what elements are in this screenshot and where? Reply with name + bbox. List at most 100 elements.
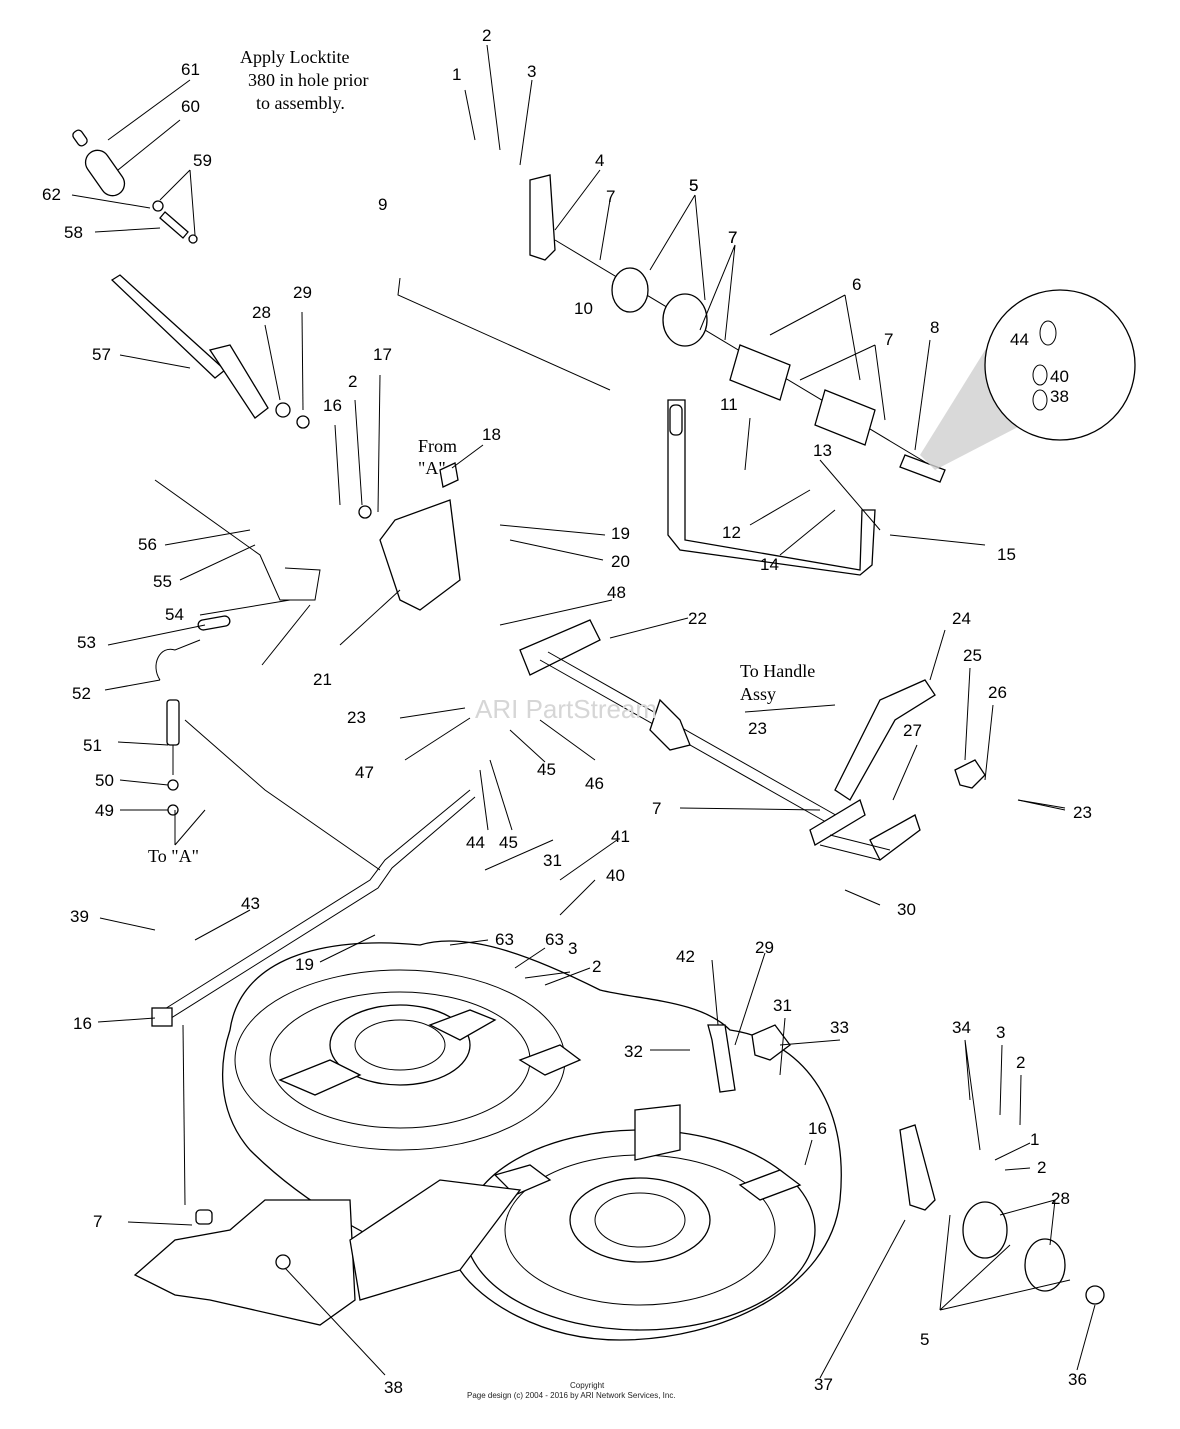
- callout-2: 2: [1016, 1053, 1025, 1072]
- callout-62: 62: [42, 185, 61, 204]
- callout-51: 51: [83, 736, 102, 755]
- detail-label-40: 40: [1050, 367, 1069, 386]
- callout-11: 11: [720, 395, 738, 414]
- callout-9: 9: [378, 195, 387, 214]
- lift-rod: [151, 789, 476, 1027]
- callout-12: 12: [722, 523, 741, 542]
- clamp-34: [751, 1024, 791, 1061]
- callout-10: 10: [574, 299, 593, 318]
- callout-41: 41: [611, 827, 630, 846]
- callout-29: 29: [755, 938, 774, 957]
- callout-5: 5: [920, 1330, 929, 1349]
- front-hitch-bracket: [133, 1179, 522, 1326]
- rear-bracket: [667, 399, 876, 576]
- rod-9: [397, 277, 611, 391]
- sector-plate: [358, 462, 461, 611]
- leader-lines: [71, 44, 1096, 1379]
- callout-48: 48: [607, 583, 626, 602]
- callout-45: 45: [499, 833, 518, 852]
- note-line-2: 380 in hole prior: [248, 70, 368, 90]
- callout-3: 3: [996, 1023, 1005, 1042]
- callout-24: 24: [952, 609, 971, 628]
- callout-7: 7: [652, 799, 661, 818]
- callout-63: 63: [545, 930, 564, 949]
- callout-7: 7: [728, 228, 737, 247]
- callout-34: 34: [952, 1018, 971, 1037]
- lift-shaft: [519, 619, 921, 861]
- callout-53: 53: [77, 633, 96, 652]
- callout-15: 15: [997, 545, 1016, 564]
- locktite-note: Apply Locktite 380 in hole prior to asse…: [240, 47, 368, 113]
- callout-2: 2: [592, 957, 601, 976]
- callout-19: 19: [611, 524, 630, 543]
- callout-7: 7: [884, 330, 893, 349]
- callout-49: 49: [95, 801, 114, 820]
- callout-58: 58: [64, 223, 83, 242]
- callout-3: 3: [527, 62, 536, 81]
- callout-25: 25: [963, 646, 982, 665]
- to-handle-label-2: Assy: [740, 684, 776, 704]
- callout-60: 60: [181, 97, 200, 116]
- callout-43: 43: [241, 894, 260, 913]
- callout-27: 27: [903, 721, 922, 740]
- callout-52: 52: [72, 684, 91, 703]
- callout-14: 14: [760, 555, 779, 574]
- callout-22: 22: [688, 609, 707, 628]
- bracket-25: [834, 679, 936, 801]
- callout-61: 61: [181, 60, 200, 79]
- callout-5: 5: [689, 176, 698, 195]
- watermark: ARI PartStream: [475, 694, 657, 724]
- callout-33: 33: [830, 1018, 849, 1037]
- detail-label-44: 44: [1010, 330, 1029, 349]
- callout-37: 37: [814, 1375, 833, 1394]
- note-line-3: to assembly.: [256, 93, 345, 113]
- callout-47: 47: [355, 763, 374, 782]
- callout-32: 32: [624, 1042, 643, 1061]
- to-handle-label-1: To Handle: [740, 661, 815, 681]
- callout-2: 2: [1037, 1158, 1046, 1177]
- from-a-label-1: From: [418, 436, 457, 456]
- callout-20: 20: [611, 552, 630, 571]
- callout-6: 6: [852, 275, 861, 294]
- roller-assembly: [529, 174, 946, 483]
- callout-7: 7: [93, 1212, 102, 1231]
- callout-numbers: 1234577910576781112131415616059625857282…: [42, 26, 1092, 1397]
- callout-28: 28: [252, 303, 271, 322]
- callout-17: 17: [373, 345, 392, 364]
- callout-54: 54: [165, 605, 184, 624]
- callout-1: 1: [1030, 1130, 1039, 1149]
- callout-31: 31: [543, 851, 562, 870]
- callout-63: 63: [495, 930, 514, 949]
- to-a-label: To "A": [148, 846, 199, 866]
- callout-2: 2: [348, 372, 357, 391]
- mower-deck: [221, 940, 842, 1341]
- callout-13: 13: [813, 441, 832, 460]
- callout-7: 7: [606, 187, 615, 206]
- callout-46: 46: [585, 774, 604, 793]
- callout-39: 39: [70, 907, 89, 926]
- callout-23: 23: [1073, 803, 1092, 822]
- height-lever: [72, 129, 310, 429]
- strap-32: [707, 1024, 736, 1093]
- copyright-text: Page design (c) 2004 - 2016 by ARI Netwo…: [467, 1391, 676, 1400]
- callout-16: 16: [808, 1119, 827, 1138]
- callout-42: 42: [676, 947, 695, 966]
- callout-26: 26: [988, 683, 1007, 702]
- link-56: [154, 479, 321, 601]
- callout-38: 38: [384, 1378, 403, 1397]
- callout-30: 30: [897, 900, 916, 919]
- detail-label-38: 38: [1050, 387, 1069, 406]
- knob-26: [954, 759, 986, 789]
- callout-23: 23: [748, 719, 767, 738]
- callout-36: 36: [1068, 1370, 1087, 1389]
- callout-57: 57: [92, 345, 111, 364]
- from-a-label-2: "A": [418, 458, 446, 478]
- callout-23: 23: [347, 708, 366, 727]
- callout-4: 4: [595, 151, 604, 170]
- callout-44: 44: [466, 833, 485, 852]
- callout-8: 8: [930, 318, 939, 337]
- callout-56: 56: [138, 535, 157, 554]
- callout-31: 31: [773, 996, 792, 1015]
- callout-45: 45: [537, 760, 556, 779]
